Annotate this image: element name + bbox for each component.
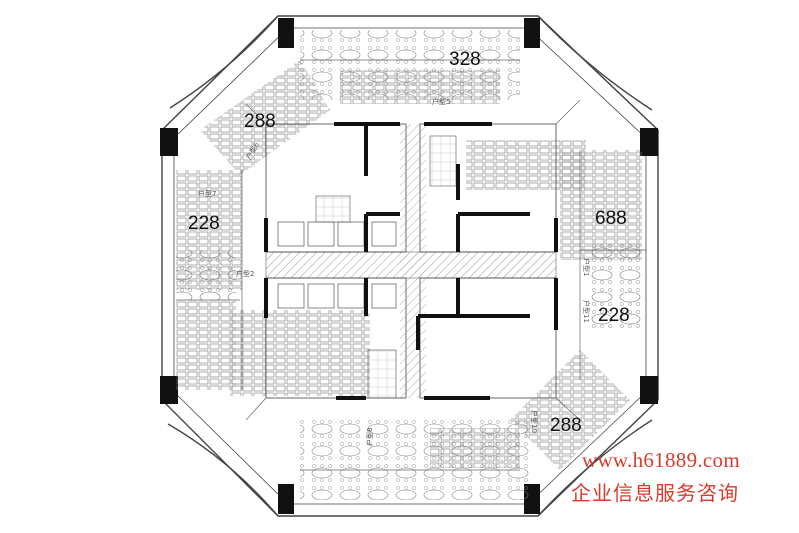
area-label-right-lower: 228 — [598, 305, 630, 326]
area-labels: 328 288 228 688 228 288 — [188, 49, 630, 436]
area-label-upper-left: 288 — [244, 111, 276, 132]
zone-center-bottom-desks — [230, 310, 370, 396]
zone-left-meet — [176, 250, 236, 300]
room-label-3: 户型7 — [198, 189, 216, 198]
stair-upper — [429, 135, 457, 187]
area-label-left: 228 — [188, 213, 220, 234]
zone-right-meet — [590, 240, 646, 330]
zone-lower-right — [510, 350, 630, 470]
watermark-url: www.h61889.com — [582, 448, 740, 472]
stair-lower — [367, 349, 397, 399]
core-vertical-hatch — [400, 124, 426, 398]
core-block-right-low — [419, 277, 557, 399]
area-label-right-upper: 688 — [595, 208, 627, 229]
zone-upper-left — [200, 60, 330, 175]
area-label-lower-right: 288 — [550, 415, 582, 436]
room-label-8: 户型8 — [365, 428, 374, 446]
room-label-4: 户型2 — [236, 269, 254, 278]
core-block-left — [265, 123, 407, 253]
partitions — [176, 59, 646, 471]
building-outline — [161, 15, 659, 517]
area-label-top: 328 — [449, 49, 481, 70]
room-label-5: 户型1 — [582, 258, 591, 276]
structural-walls — [264, 122, 558, 400]
room-label-1: 户型5 — [432, 97, 450, 106]
watermark-company: 企业信息服务咨询 — [571, 481, 739, 505]
room-label-6: 户型11 — [582, 300, 591, 323]
building-core — [265, 123, 557, 399]
office-zones — [176, 30, 646, 500]
zone-bottom-desks-2 — [430, 428, 520, 468]
zone-top-desks-2 — [340, 70, 500, 104]
zone-left-lower — [176, 300, 236, 390]
room-label-7: 户型10 — [530, 410, 539, 433]
elevators-upper — [277, 221, 397, 247]
stair-left — [315, 195, 351, 223]
elevators-lower — [277, 283, 397, 309]
